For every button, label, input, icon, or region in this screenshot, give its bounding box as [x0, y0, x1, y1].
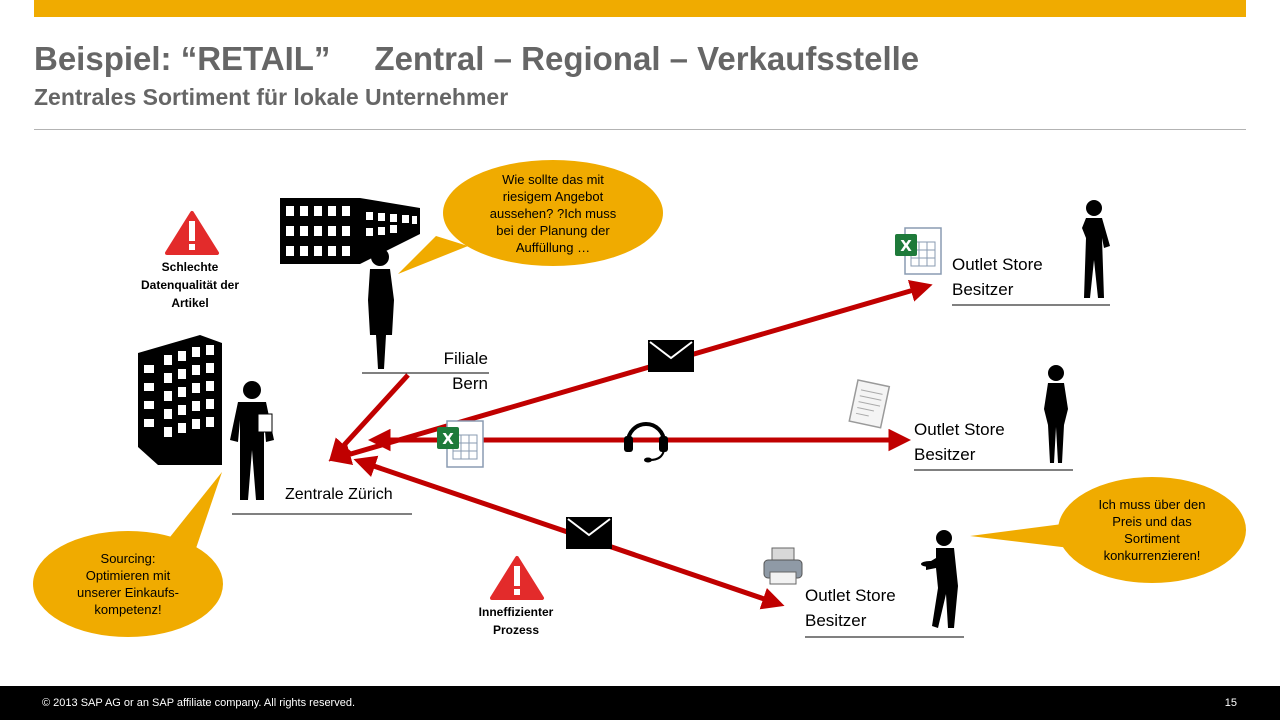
bubble-branch-line3: aussehen? ?Ich muss — [489, 205, 617, 221]
headset-icon — [624, 422, 668, 463]
document-icon — [848, 379, 891, 429]
speech-bubble-branch — [398, 160, 663, 274]
bubble-text-branch: Wie sollte das mit riesigem Angebot auss… — [448, 160, 658, 266]
excel-icon-outlet1 — [894, 227, 942, 275]
warning1-line2: Datenqualität der — [140, 278, 239, 292]
bubble-text-outlet: Ich muss über den Preis und das Sortimen… — [1060, 480, 1244, 580]
slide-subtitle: Zentrales Sortiment für lokale Unternehm… — [34, 84, 509, 110]
warning-label-data-quality: Schlechte Datenqualität der Artikel — [120, 258, 260, 312]
warning1-line3: Artikel — [171, 296, 209, 310]
bubble-branch-line2: riesigem Angebot — [502, 188, 604, 204]
outlet2-line2: Besitzer — [914, 445, 976, 464]
warning2-line1: Inneffizienter — [478, 605, 554, 619]
bubble-branch-line5: Auffüllung … — [515, 239, 591, 255]
outlet3-line2: Besitzer — [805, 611, 867, 630]
hq-label: Zentrale Zürich — [285, 486, 393, 503]
warning-label-process: Inneffizienter Prozess — [446, 603, 586, 639]
arrow-bern-hq — [328, 373, 410, 462]
outlet1-line1: Outlet Store — [952, 255, 1043, 274]
bubble-hq-line1: Sourcing: — [100, 551, 156, 566]
excel-icon-center — [436, 420, 484, 468]
bubble-outlet-line2: Preis und das — [1112, 514, 1192, 529]
slide-title: Beispiel: “RETAIL” Zentral – Regional – V… — [34, 40, 919, 78]
warning-icon-process — [490, 556, 544, 600]
speech-bubble-hq — [33, 472, 223, 637]
branch-woman-person-icon — [368, 248, 394, 369]
title-divider — [34, 129, 1246, 130]
bubble-outlet-line4: konkurrenzieren! — [1103, 548, 1201, 563]
envelope-icon-lower — [565, 516, 613, 550]
outlet2-line1: Outlet Store — [914, 420, 1005, 439]
bubble-branch-line4: bei der Planung der — [496, 222, 610, 238]
warning2-line2: Prozess — [492, 623, 540, 637]
title-part-1: Beispiel: “RETAIL” — [34, 40, 331, 77]
warning1-line1: Schlechte — [161, 260, 219, 274]
bubble-text-hq: Sourcing: Optimieren mit unserer Einkauf… — [40, 534, 216, 634]
bubble-branch-line1: Wie sollte das mit — [502, 171, 604, 187]
page-number: 15 — [1224, 697, 1237, 709]
hq-manager-person-icon — [230, 381, 274, 500]
top-accent-bar — [34, 0, 1246, 17]
outlet3-line1: Outlet Store — [805, 586, 896, 605]
outlet2-woman-person-icon — [1044, 365, 1068, 463]
outlet3-waiter-person-icon — [921, 530, 958, 628]
outlet1-woman-person-icon — [1082, 200, 1110, 298]
branch-label-line1: Filiale — [443, 349, 488, 368]
outlet2-label: Outlet Store Besitzer — [914, 417, 1005, 467]
bubble-hq-line3: unserer Einkaufs- — [77, 585, 179, 600]
bubble-hq-line4: kompetenz! — [94, 602, 162, 617]
printer-icon — [763, 547, 803, 585]
outlet1-line2: Besitzer — [952, 280, 1014, 299]
branch-label-line2: Bern — [452, 374, 488, 393]
outlet1-label: Outlet Store Besitzer — [952, 252, 1043, 302]
branch-building-icon — [280, 198, 420, 264]
outlet3-label: Outlet Store Besitzer — [805, 583, 896, 633]
footer-copyright: © 2013 SAP AG or an SAP affiliate compan… — [42, 697, 356, 709]
footer-bar: © 2013 SAP AG or an SAP affiliate compan… — [0, 686, 1280, 720]
warning-icon-data-quality — [165, 211, 219, 255]
branch-label: Filiale Bern — [380, 346, 488, 396]
hq-building-icon — [138, 335, 222, 465]
title-part-2: Zentral – Regional – Verkaufsstelle — [374, 40, 920, 77]
bubble-outlet-line1: Ich muss über den — [1098, 497, 1206, 512]
bubble-outlet-line3: Sortiment — [1124, 531, 1180, 546]
bubble-hq-line2: Optimieren mit — [85, 568, 171, 583]
speech-bubble-outlet — [970, 477, 1246, 583]
envelope-icon-upper — [647, 339, 695, 373]
